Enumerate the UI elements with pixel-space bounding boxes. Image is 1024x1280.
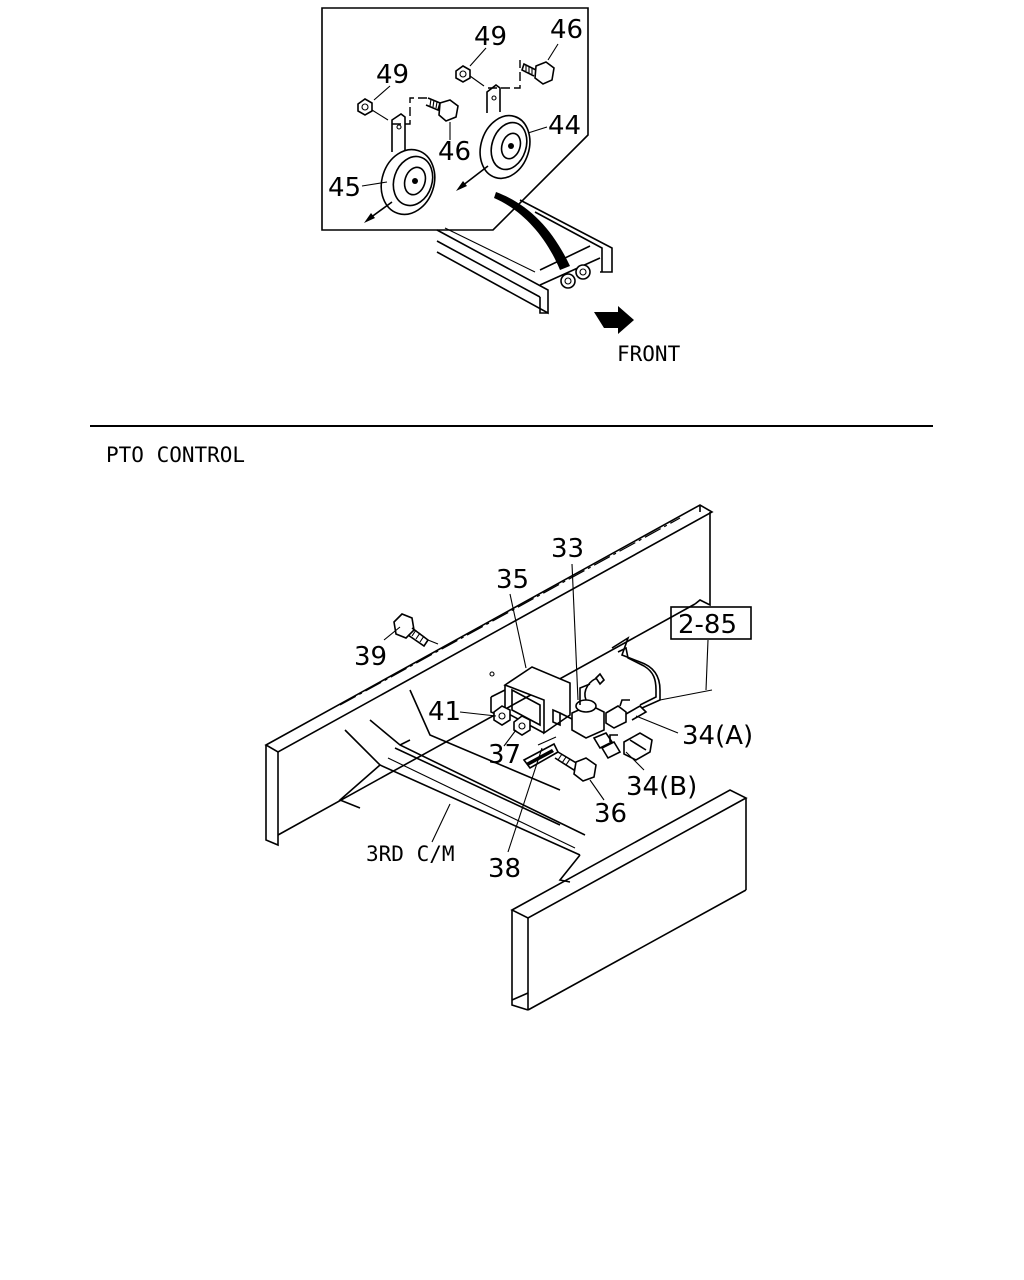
callout-34b: 34(B) <box>626 772 697 802</box>
bottom-frame-rail <box>510 789 748 1011</box>
air-pipe <box>611 636 713 709</box>
nut-49-left <box>357 97 428 125</box>
bolt-39 <box>393 613 439 648</box>
callout-33: 33 <box>551 534 584 564</box>
nut-37 <box>513 715 531 736</box>
front-arrow-icon <box>594 306 634 334</box>
callout-46-left: 46 <box>438 137 471 167</box>
bolt-46-right <box>521 61 555 85</box>
horn-wire-bundle <box>494 192 570 270</box>
fitting-34a <box>605 699 648 729</box>
horn-inset-frame <box>321 7 589 231</box>
crossmember-label: 3RD C/M <box>366 842 455 866</box>
callout-35: 35 <box>496 565 529 595</box>
callout-41: 41 <box>428 697 461 727</box>
callout-36: 36 <box>594 799 627 829</box>
bolt-46-left <box>425 97 459 122</box>
callout-37: 37 <box>488 740 521 770</box>
ref-box-2-85-frame <box>670 606 752 640</box>
ref-box-2-85: 2-85 <box>678 610 737 640</box>
callout-46-right: 46 <box>550 15 583 45</box>
callout-45: 45 <box>328 173 361 203</box>
pto-section-title: PTO CONTROL <box>106 443 245 467</box>
bracket-35 <box>489 666 571 735</box>
horn-section: 49 46 49 46 44 45 FRONT <box>321 7 681 366</box>
horn-leaders <box>361 43 559 187</box>
horn-frame-rail <box>436 199 613 315</box>
callout-49-left: 49 <box>376 60 409 90</box>
pto-leaders <box>383 563 709 853</box>
plate-38 <box>522 736 560 770</box>
third-crossmember <box>338 689 586 883</box>
nut-49-right <box>455 60 521 89</box>
solenoid-valve-33 <box>559 672 614 750</box>
callout-34a: 34(A) <box>682 721 753 751</box>
callout-39: 39 <box>354 642 387 672</box>
horn-left <box>364 113 436 223</box>
callout-38: 38 <box>488 854 521 884</box>
bolt-36 <box>554 751 597 782</box>
top-frame-rail <box>264 504 714 847</box>
front-label: FRONT <box>617 342 681 366</box>
callout-44: 44 <box>548 111 581 141</box>
horn-right <box>456 83 531 191</box>
callout-49-right: 49 <box>474 22 507 52</box>
mounted-horns <box>560 264 591 289</box>
fitting-34b <box>600 732 653 761</box>
nut-41 <box>493 705 511 726</box>
pto-section: 2-85 33 35 39 41 37 34(A) 34(B) 36 38 3R… <box>264 504 753 1011</box>
